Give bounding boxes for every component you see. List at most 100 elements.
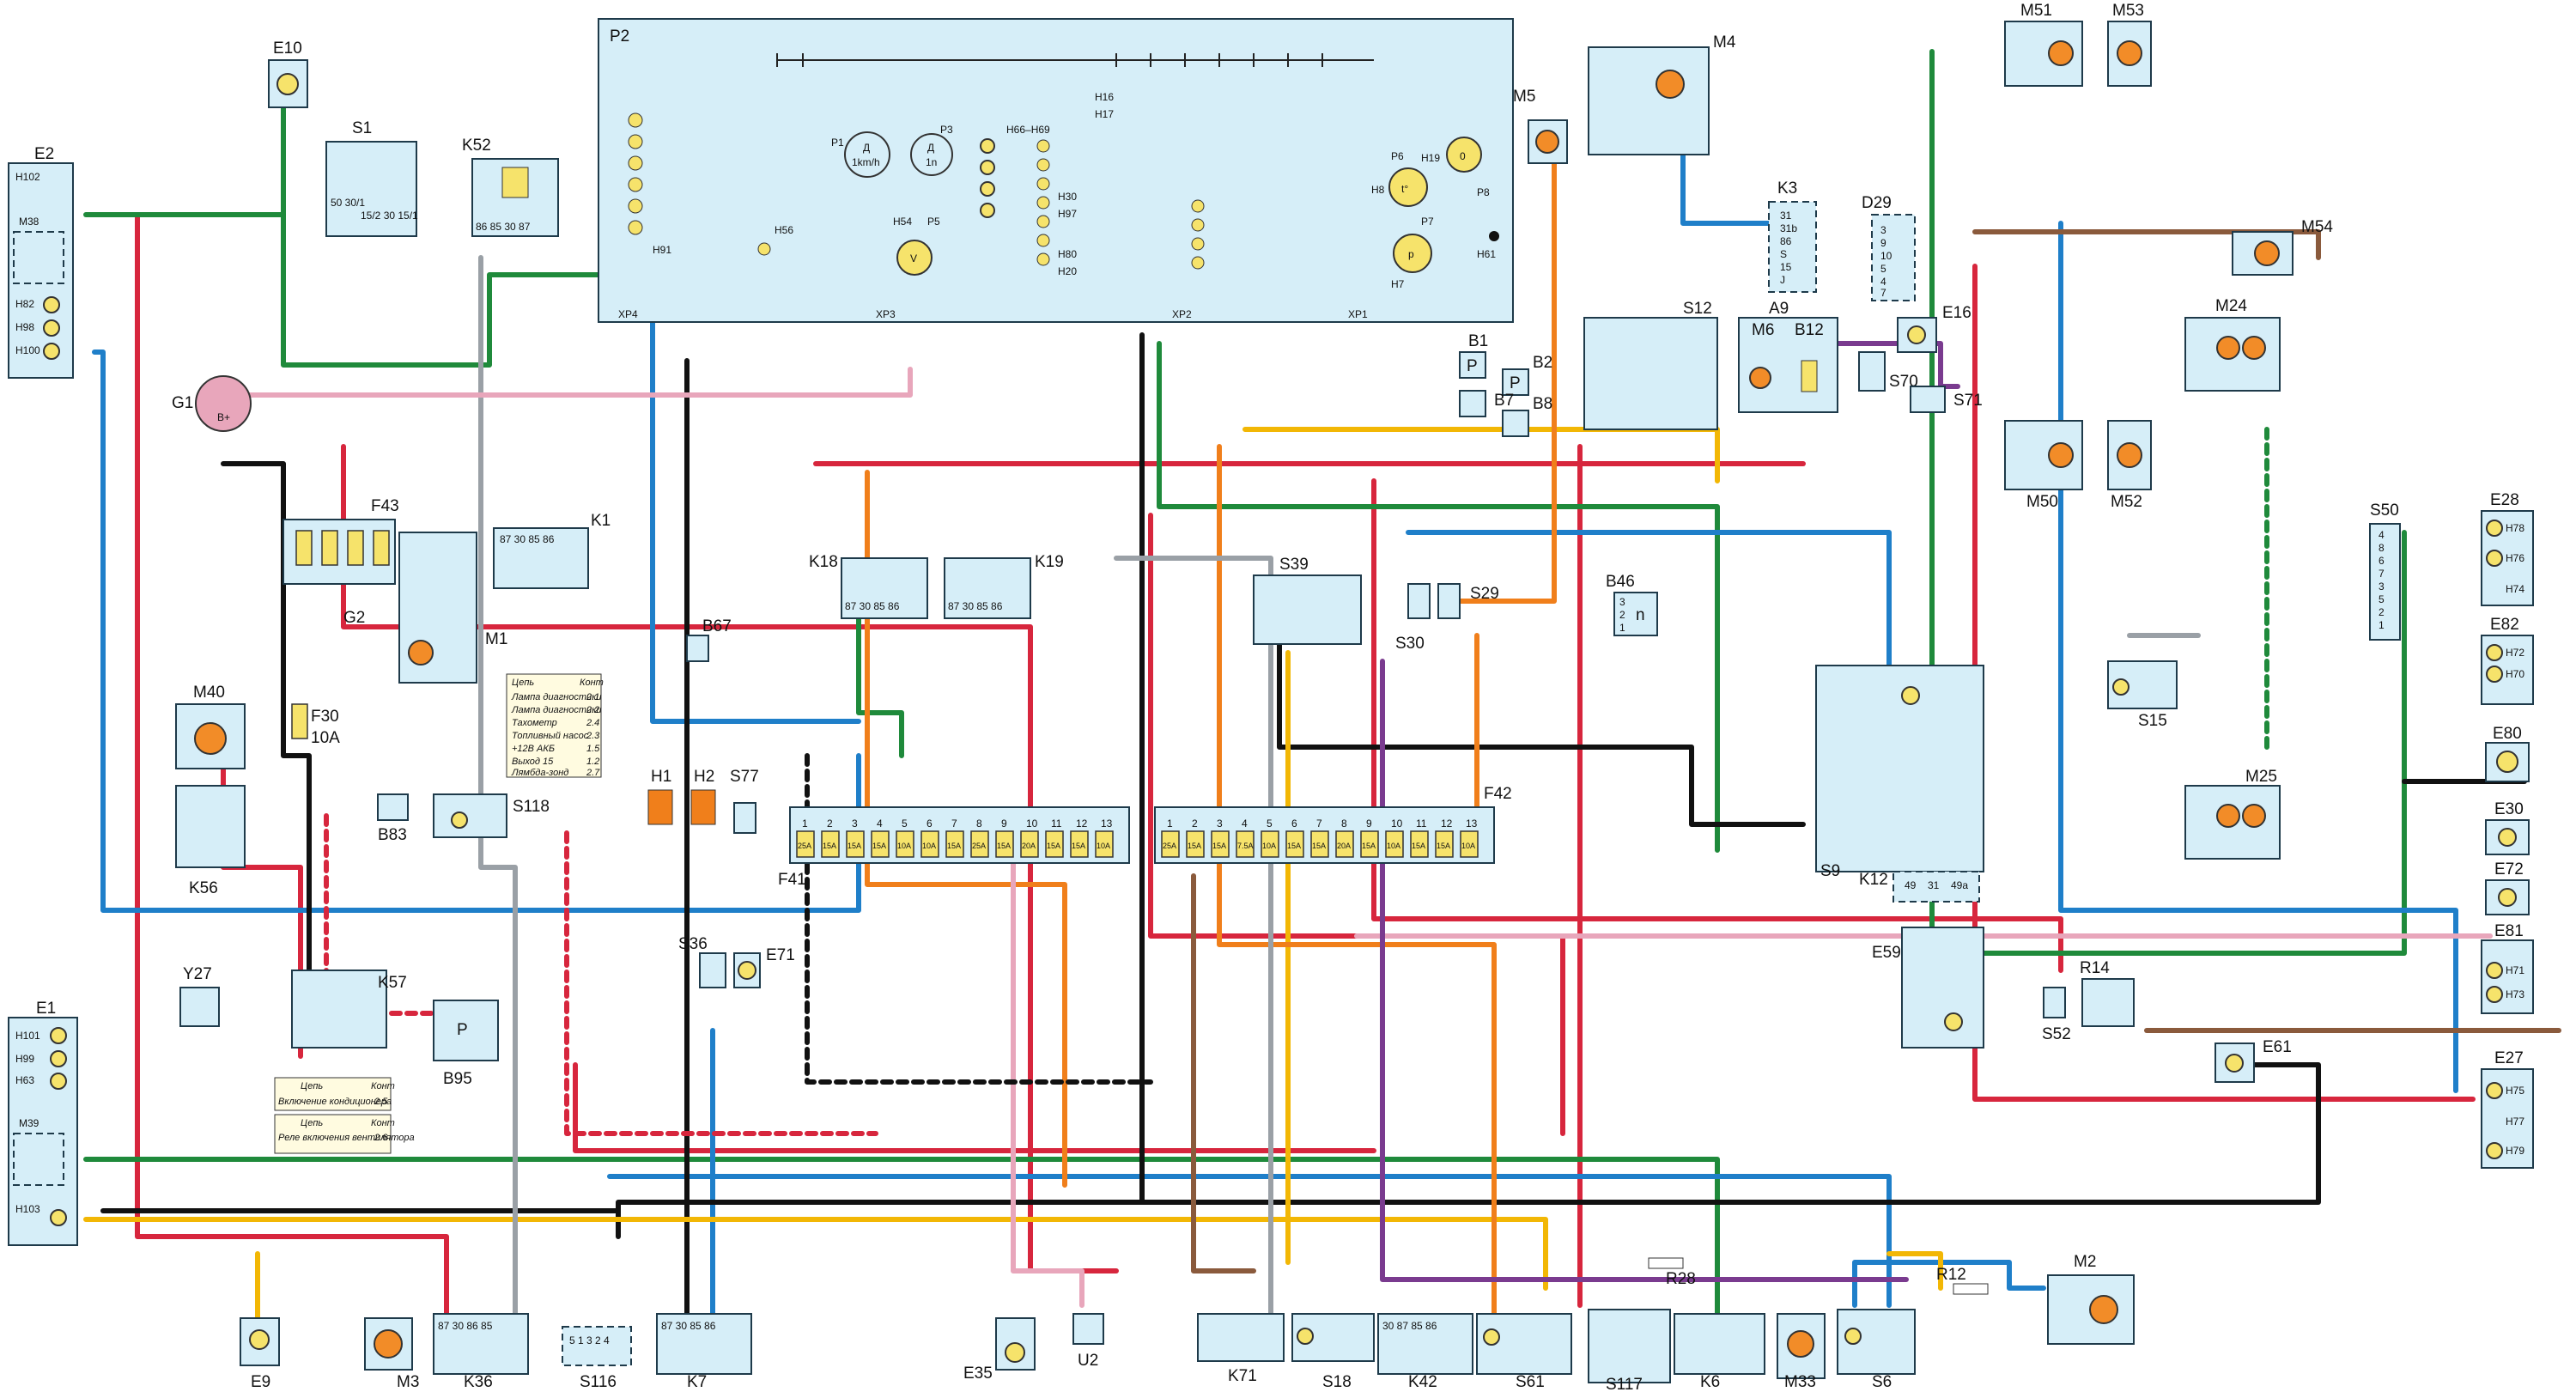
switch-s12[interactable]: S12 xyxy=(1583,300,1718,430)
svg-text:31b: 31b xyxy=(1780,222,1797,234)
switch-s18[interactable]: S18 xyxy=(1291,1313,1375,1391)
svg-text:E30: E30 xyxy=(2494,800,2524,818)
svg-text:H74: H74 xyxy=(2506,583,2524,595)
fuse xyxy=(945,830,964,858)
svg-text:S71: S71 xyxy=(1953,392,1983,410)
svg-text:H75: H75 xyxy=(2506,1085,2524,1097)
svg-text:H7: H7 xyxy=(1391,278,1405,290)
switch-s61[interactable]: S61 xyxy=(1476,1313,1572,1391)
svg-text:M51: M51 xyxy=(2020,2,2052,20)
fuse-rating: 25A xyxy=(798,842,811,850)
svg-text:K42: K42 xyxy=(1408,1373,1437,1391)
svg-text:M2: M2 xyxy=(2074,1253,2096,1271)
svg-text:S9: S9 xyxy=(1820,862,1840,880)
fuse-rating: 15A xyxy=(1047,842,1060,850)
svg-text:2: 2 xyxy=(1619,609,1625,621)
switch-e59: E59 xyxy=(1872,927,1984,1049)
sensor-b95: P B95 xyxy=(433,1000,499,1088)
fuse-number: 1 xyxy=(802,818,808,830)
switch-s77[interactable]: S77 xyxy=(730,768,759,834)
svg-text:S1: S1 xyxy=(352,119,372,137)
svg-text:B95: B95 xyxy=(443,1070,472,1088)
svg-text:H63: H63 xyxy=(15,1074,34,1086)
svg-text:K56: K56 xyxy=(189,879,218,897)
svg-text:E59: E59 xyxy=(1872,944,1901,962)
svg-text:87 30 85 86: 87 30 85 86 xyxy=(845,600,900,612)
fuse-rating: 15A xyxy=(848,842,861,850)
switch-s71[interactable]: S71 xyxy=(1910,386,1983,413)
svg-text:S29: S29 xyxy=(1470,585,1499,603)
svg-text:S52: S52 xyxy=(2042,1025,2071,1043)
relay-k18: K18 87 30 85 86 xyxy=(809,553,928,619)
fuse-number: 2 xyxy=(1192,818,1198,830)
svg-text:P: P xyxy=(457,1021,468,1039)
sensor-b67: B67 xyxy=(686,617,732,662)
fuse-number: 12 xyxy=(1441,818,1453,830)
switch-s36[interactable]: S36 xyxy=(678,935,726,988)
svg-text:P: P xyxy=(1467,357,1478,375)
unit-a9: A9 M6 B12 xyxy=(1738,300,1838,413)
switch-s52[interactable]: S52 xyxy=(2042,987,2071,1043)
switch-s117[interactable]: S117 xyxy=(1588,1309,1671,1392)
fuse-rating: 10A xyxy=(897,842,911,850)
motor-m33: M33 xyxy=(1777,1313,1826,1391)
svg-text:R28: R28 xyxy=(1666,1270,1696,1288)
svg-text:H77: H77 xyxy=(2506,1115,2524,1128)
component-s1[interactable]: S1 50 30/1 15/2 30 15/1 xyxy=(325,119,418,237)
switch-s70[interactable]: S70 xyxy=(1858,351,1918,392)
switch-s6[interactable]: S6 xyxy=(1837,1309,1916,1391)
svg-text:B+: B+ xyxy=(217,411,230,423)
switch-s29[interactable]: S29 xyxy=(1437,583,1499,619)
svg-text:B83: B83 xyxy=(378,826,407,844)
svg-text:31: 31 xyxy=(1780,210,1792,222)
fuse-number: 11 xyxy=(1051,818,1062,830)
svg-text:M5: M5 xyxy=(1513,88,1535,106)
switch-s15[interactable]: S15 xyxy=(2107,660,2178,730)
svg-text:1.2: 1.2 xyxy=(586,757,599,767)
switch-s39[interactable]: S39 xyxy=(1253,556,1362,645)
switch-s30[interactable]: S30 xyxy=(1395,583,1431,653)
valve-y27: Y27 xyxy=(179,965,220,1027)
svg-text:V: V xyxy=(910,252,917,264)
svg-text:U2: U2 xyxy=(1078,1352,1098,1370)
svg-text:H70: H70 xyxy=(2506,668,2524,680)
svg-text:M4: M4 xyxy=(1713,33,1736,52)
svg-text:S6: S6 xyxy=(1872,1373,1892,1391)
lamp-h56 xyxy=(757,242,771,256)
svg-text:Топливный насос: Топливный насос xyxy=(512,731,589,741)
fuse xyxy=(1261,830,1279,858)
svg-text:K6: K6 xyxy=(1700,1373,1720,1391)
svg-text:31: 31 xyxy=(1928,879,1940,891)
label-h56: H56 xyxy=(775,224,793,236)
fuse-number: 3 xyxy=(1217,818,1223,830)
switch-k71[interactable]: K71 xyxy=(1197,1313,1285,1385)
svg-text:10: 10 xyxy=(1880,250,1893,262)
svg-text:H103: H103 xyxy=(15,1203,40,1215)
svg-text:H100: H100 xyxy=(15,344,40,356)
svg-text:30 87 85 86: 30 87 85 86 xyxy=(1382,1320,1437,1332)
switch-s118[interactable]: S118 xyxy=(433,793,550,838)
fuse-rating: 20A xyxy=(1022,842,1036,850)
svg-text:8: 8 xyxy=(2379,542,2385,554)
lamp-e9: E9 xyxy=(240,1317,280,1391)
svg-text:H82: H82 xyxy=(15,298,34,310)
connector-k3: K3 31 31b 86 S 15 J xyxy=(1768,179,1817,293)
svg-text:Цепь: Цепь xyxy=(301,1118,323,1128)
svg-text:2.4: 2.4 xyxy=(586,718,599,728)
svg-text:1: 1 xyxy=(2379,619,2385,631)
fuse-number: 6 xyxy=(1291,818,1297,830)
svg-text:E1: E1 xyxy=(36,1000,56,1018)
svg-text:3: 3 xyxy=(1880,224,1886,236)
motor-m24: M24 xyxy=(2184,297,2281,392)
svg-text:B46: B46 xyxy=(1606,573,1635,591)
lamp-column-right xyxy=(1191,199,1205,270)
label-h80: H80 xyxy=(1058,248,1077,260)
fuse xyxy=(1161,830,1180,858)
fuse xyxy=(1335,830,1354,858)
fuse-number: 7 xyxy=(951,818,957,830)
lamp-e61: E61 xyxy=(2215,1038,2292,1083)
lamp-e30: E30 xyxy=(2485,800,2530,855)
svg-text:B1: B1 xyxy=(1468,332,1488,350)
label-h66-h69: H66–H69 xyxy=(1006,124,1050,136)
svg-text:M1: M1 xyxy=(485,630,507,648)
